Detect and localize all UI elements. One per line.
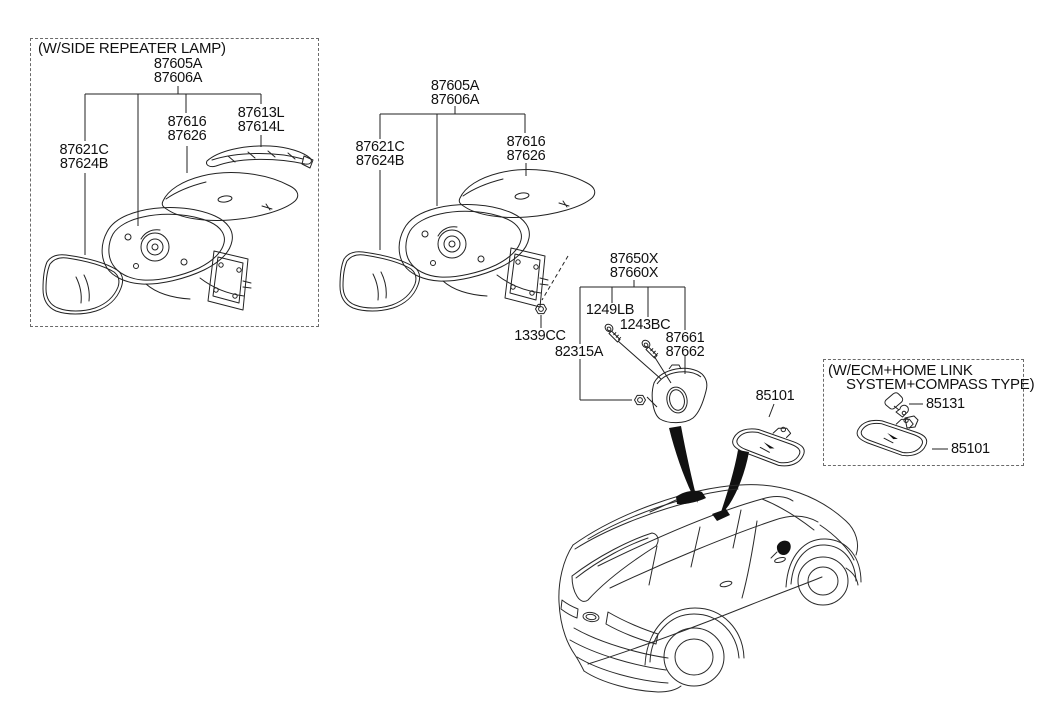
side-mirror-assembly-repeater-drawing bbox=[42, 86, 314, 315]
left-box-title: (W/SIDE REPEATER LAMP) bbox=[38, 40, 226, 57]
part-label-mirror-assembly-main: 87605A 87606A bbox=[430, 78, 480, 108]
vehicle-drawing bbox=[558, 484, 862, 693]
part-label-corner-cover: 87661 87662 bbox=[665, 330, 705, 360]
part-label-quadrant-assembly: 87650X 87660X bbox=[609, 251, 659, 281]
side-mirror-assembly-main-drawing bbox=[339, 106, 596, 328]
part-label-mirror-glass-left: 87621C 87624B bbox=[59, 142, 109, 172]
part-label-mirror-assembly-left: 87605A 87606A bbox=[153, 56, 203, 86]
part-label-screw-1249lb: 1249LB bbox=[585, 302, 635, 318]
part-label-cover-cap-left: 87616 87626 bbox=[167, 114, 207, 144]
door-mirror-marker bbox=[776, 540, 791, 556]
nut-1339cc-drawing bbox=[535, 255, 569, 328]
part-label-cover-cap-main: 87616 87626 bbox=[506, 134, 546, 164]
part-label-mirror-glass-main: 87621C 87624B bbox=[355, 139, 405, 169]
ecm-homelink-option-box bbox=[823, 359, 1024, 466]
location-arrow-mirror bbox=[719, 450, 749, 518]
mirror-location-marker bbox=[712, 509, 730, 521]
ecm-box-title-line1: (W/ECM+HOME LINK bbox=[828, 362, 973, 379]
inside-mirror-drawing bbox=[719, 403, 810, 518]
corner-cover-drawing bbox=[651, 364, 708, 424]
part-label-screw-1243bc: 1243BC bbox=[619, 317, 671, 333]
part-label-repeater-lamp: 87613L 87614L bbox=[237, 105, 285, 135]
roof-antenna-marker bbox=[676, 490, 706, 505]
location-arrow-quadrant bbox=[669, 426, 698, 503]
ecm-mirror-drawing bbox=[853, 407, 932, 461]
part-label-nut-1339cc: 1339CC bbox=[514, 328, 566, 344]
part-label-ecm-mirror-85101: 85101 bbox=[951, 441, 990, 457]
callout-lines-left bbox=[84, 86, 262, 255]
part-label-sensor-85131: 85131 bbox=[926, 396, 965, 412]
ecm-sensor-drawing bbox=[884, 392, 919, 429]
nut-quadrant-drawing bbox=[634, 394, 646, 406]
side-repeater-lamp-option-box bbox=[30, 38, 319, 327]
callout-lines-main bbox=[379, 106, 527, 250]
ecm-box-drawing bbox=[853, 392, 948, 461]
callout-lines-quadrant bbox=[579, 280, 686, 408]
part-label-inside-mirror: 85101 bbox=[755, 388, 795, 404]
ecm-box-title-line2: SYSTEM+COMPASS TYPE) bbox=[846, 376, 1035, 393]
quadrant-group-drawing bbox=[579, 280, 708, 503]
part-label-garnish-82315a: 82315A bbox=[554, 344, 604, 360]
